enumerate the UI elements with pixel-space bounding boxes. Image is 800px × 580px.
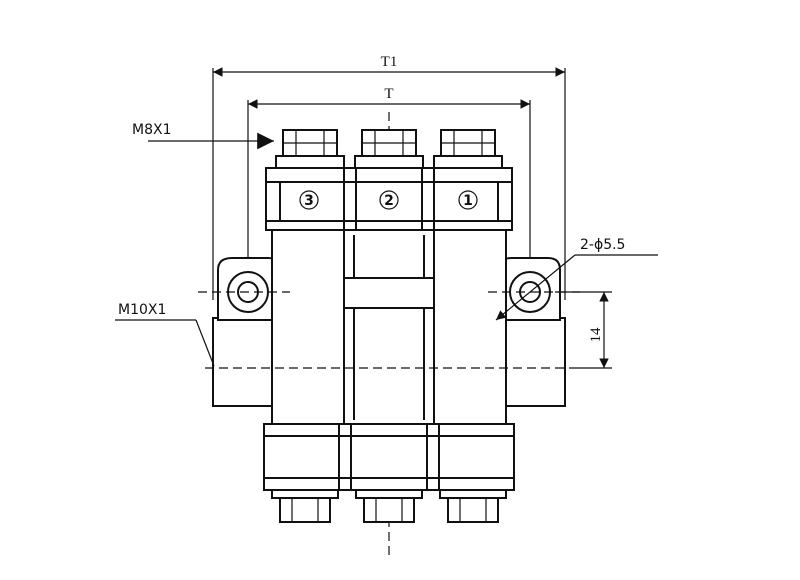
dimension-14: 14 <box>555 291 612 369</box>
hole-diameter-label: 2-ϕ5.5 <box>580 237 625 253</box>
top-nut-left <box>275 129 345 169</box>
top-nut-right <box>433 129 503 169</box>
m10x1-label: M10X1 <box>118 302 166 318</box>
callout-hole-diameter: 2-ϕ5.5 <box>495 237 658 321</box>
svg-text:2: 2 <box>384 193 394 209</box>
port-label-2: 2 <box>379 190 399 210</box>
m8x1-label: M8X1 <box>132 122 171 138</box>
dimension-14-label: 14 <box>588 327 604 343</box>
bottom-nut-right <box>439 489 507 523</box>
bottom-block <box>263 423 515 491</box>
callout-m10x1: M10X1 <box>115 302 215 367</box>
t-label: T <box>384 86 393 102</box>
port-label-1: 1 <box>458 190 478 210</box>
svg-text:3: 3 <box>304 193 314 209</box>
valve-body <box>271 229 507 426</box>
t1-label: T1 <box>381 54 398 70</box>
bottom-nut-center <box>355 489 423 523</box>
bottom-nut-left <box>271 489 339 523</box>
port-label-3: 3 <box>299 190 319 210</box>
dimension-t1: T1 <box>212 54 566 300</box>
callout-m8x1: M8X1 <box>132 122 274 150</box>
center-bar <box>343 277 435 309</box>
svg-text:1: 1 <box>463 193 473 209</box>
top-port-block <box>265 167 513 231</box>
top-nut-center <box>354 129 424 169</box>
